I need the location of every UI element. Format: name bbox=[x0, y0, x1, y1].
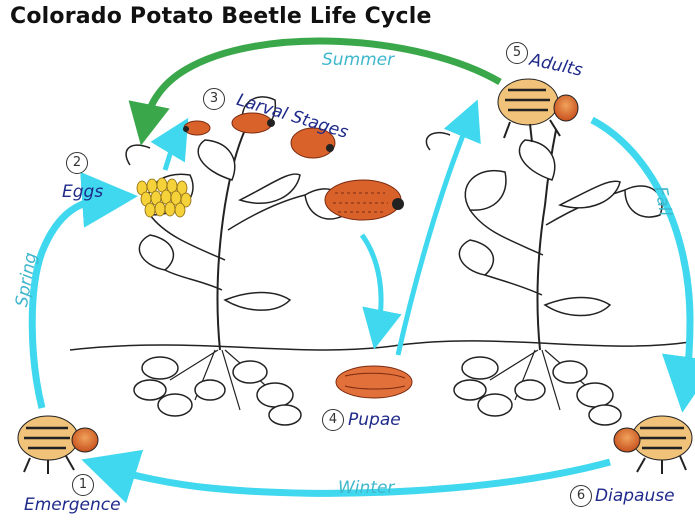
stage-label-pupae: Pupae bbox=[348, 410, 401, 430]
season-label-winter: Winter bbox=[338, 478, 394, 498]
arrow-pupae-to-adults bbox=[398, 118, 470, 355]
emergence-beetle bbox=[18, 416, 98, 474]
stage-label-eggs: Eggs bbox=[62, 182, 103, 202]
soil-line bbox=[70, 341, 690, 350]
egg-cluster bbox=[137, 178, 191, 217]
right-potato-plant bbox=[426, 130, 662, 425]
stage-number-4: 4 bbox=[322, 409, 344, 431]
arrow-eggs-to-larvae bbox=[165, 135, 178, 170]
pupa bbox=[336, 366, 412, 398]
diapause-beetle bbox=[614, 416, 692, 474]
arrow-larvae-to-pupae bbox=[362, 235, 381, 330]
stage-label-emergence: Emergence bbox=[24, 495, 121, 515]
larva-small bbox=[183, 121, 210, 135]
larva-largest bbox=[325, 180, 404, 220]
adult-beetle bbox=[498, 79, 578, 142]
stage-number-1: 1 bbox=[72, 474, 94, 496]
arrow-spring bbox=[32, 198, 110, 408]
season-label-summer: Summer bbox=[322, 50, 394, 70]
stage-number-3: 3 bbox=[203, 88, 225, 110]
stage-number-2: 2 bbox=[66, 152, 88, 174]
stage-label-diapause: Diapause bbox=[595, 486, 675, 506]
diagram-title: Colorado Potato Beetle Life Cycle bbox=[10, 4, 432, 29]
stage-number-6: 6 bbox=[570, 485, 592, 507]
stage-number-5: 5 bbox=[506, 42, 528, 64]
